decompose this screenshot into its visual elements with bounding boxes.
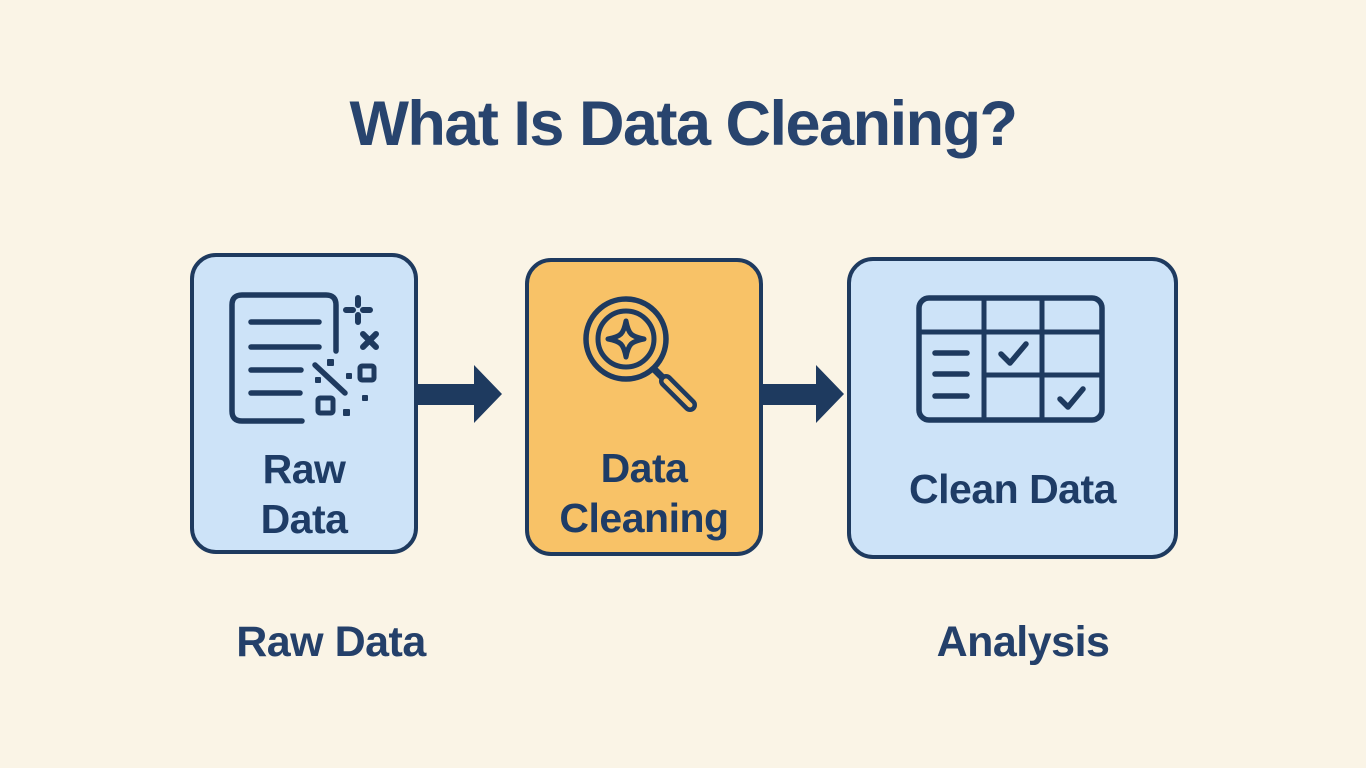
document-with-noise-icon [229, 292, 379, 424]
arrow-right-icon [761, 384, 816, 405]
arrow-right-icon [474, 365, 502, 423]
arrow-right-icon [416, 384, 474, 405]
table-checkmarks-icon [916, 295, 1105, 423]
card-raw-data: Raw Data [190, 253, 418, 554]
card-clean-data-label: Clean Data [909, 466, 1116, 512]
magnifier-sparkle-icon [583, 296, 697, 412]
card-data-cleaning: Data Cleaning [525, 258, 763, 556]
stage-label-raw-data: Raw Data [236, 618, 426, 666]
card-data-cleaning-label: Data Cleaning [559, 445, 729, 541]
stage-label-analysis: Analysis [936, 618, 1110, 666]
page-title: What Is Data Cleaning? [349, 89, 1018, 159]
arrow-right-icon [816, 365, 844, 423]
card-clean-data: Clean Data [847, 257, 1178, 559]
card-raw-data-label: Raw Data [260, 446, 348, 542]
